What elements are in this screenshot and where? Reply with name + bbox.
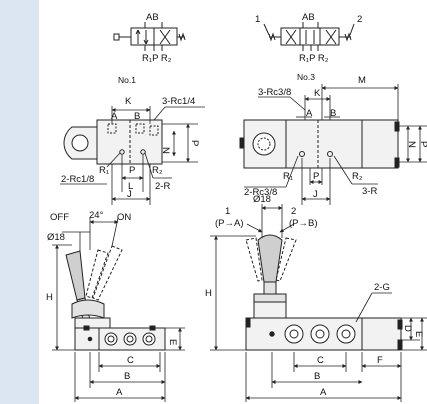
symbol-no1-ab-label: AB (146, 12, 159, 23)
br-dim-d: D (402, 325, 413, 332)
br-label-2b: (P→B) (289, 218, 318, 229)
no1-port-r2: R₂ (152, 165, 163, 176)
no1-port-a: A (111, 111, 118, 122)
dims-bottom-right (210, 204, 427, 402)
br-label-1: 1 (225, 206, 230, 217)
bl-on-label: ON (117, 212, 131, 223)
no1-dim-n: N (160, 147, 171, 154)
view-no1-title: No.1 (118, 75, 136, 85)
no1-dim-k: K (125, 96, 132, 107)
br-dia-label: Ø18 (253, 194, 271, 205)
no3-r-label: 3-R (362, 186, 377, 197)
br-dim-e: E (413, 331, 424, 337)
br-label-2: 2 (291, 206, 296, 217)
br-dim-b: B (314, 371, 320, 382)
no3-port-r2: R₂ (352, 171, 363, 182)
no3-dim-p: P (418, 141, 427, 147)
lever-assembly-right (245, 234, 403, 351)
bl-dim-a: A (116, 387, 123, 398)
bl-dim-h: H (46, 292, 53, 303)
dims-bottom-left (52, 217, 185, 402)
body-no3 (239, 119, 400, 169)
no1-dim-l: L (128, 181, 133, 192)
no3-dim-k: K (314, 88, 321, 99)
br-label-1b: (P→A) (215, 218, 244, 229)
no3-port-r1: R₁ (283, 171, 293, 182)
symbol-no3 (263, 22, 355, 51)
bl-dim-c: C (127, 355, 134, 366)
br-dim-c: C (317, 355, 324, 366)
no3-rc38-label: 3-Rc3/8 (258, 87, 291, 98)
symbol-no3-port2-label: 2 (357, 14, 362, 25)
no1-r-label: 2-R (155, 181, 170, 192)
no3-dim-j: J (313, 189, 318, 200)
lever-assembly-left (65, 245, 166, 351)
br-dim-f: F (377, 355, 383, 366)
bl-dim-b: B (124, 371, 130, 382)
dims-no1 (60, 106, 205, 205)
side-strip (0, 0, 39, 404)
view-no3-title: No.3 (297, 72, 315, 82)
symbol-no3-ab-label: AB (302, 12, 315, 23)
bl-off-label: OFF (50, 212, 69, 223)
symbol-no3-ports-label: R₁P R₂ (299, 53, 329, 64)
no3-dim-m: M (358, 75, 366, 86)
br-g-label: 2-G (374, 282, 390, 293)
no3-port-a: A (306, 108, 313, 119)
symbol-no1-ports-label: R₁P R₂ (142, 53, 172, 64)
no1-rc14-label: 3-Rc1/4 (162, 96, 195, 107)
no1-port-b: B (134, 111, 140, 122)
br-dim-a: A (320, 387, 327, 398)
body-no1 (63, 119, 163, 165)
bl-angle-label: 24° (89, 210, 104, 221)
bl-dim-e: E (167, 339, 178, 345)
no1-port-p: P (129, 165, 135, 176)
no3-port-p: P (313, 171, 319, 182)
symbol-no3-port1-label: 1 (255, 14, 260, 25)
no1-dim-p: P (189, 140, 200, 146)
symbol-no1 (113, 22, 186, 51)
no3-rc38b-label: 2-Rc3/8 (244, 187, 277, 198)
no1-port-r1: R₁ (99, 165, 109, 176)
no3-dim-n: N (406, 141, 417, 148)
br-dim-h: H (205, 288, 212, 299)
no3-port-b: B (330, 108, 336, 119)
no1-dim-j: J (127, 189, 132, 200)
bl-dia-label: Ø18 (47, 232, 65, 243)
dims-no3: No.3 (244, 72, 427, 205)
no1-rc18-label: 2-Rc1/8 (61, 174, 94, 185)
